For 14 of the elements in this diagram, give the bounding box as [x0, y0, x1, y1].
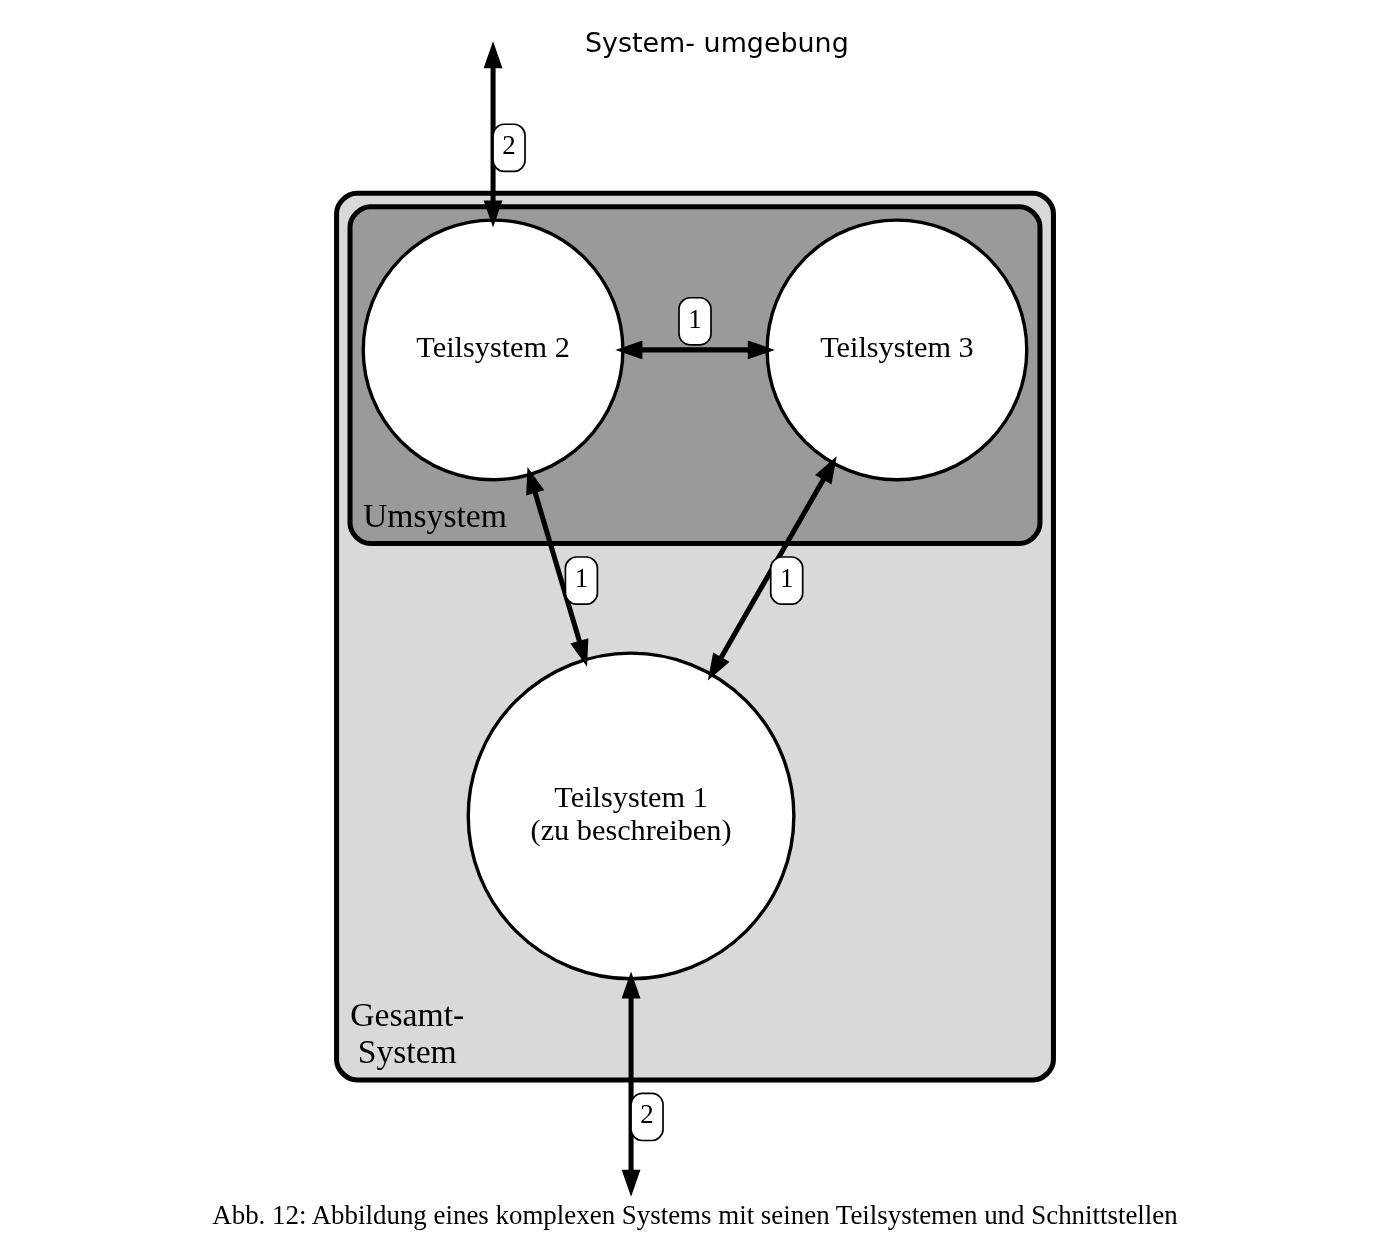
arrow: [707, 456, 837, 681]
arrow: [615, 340, 775, 360]
node-circle: Teilsystem 3: [765, 218, 1029, 482]
edge-label: 2: [640, 1099, 654, 1130]
arrow: [483, 41, 503, 228]
arrow: [526, 467, 589, 667]
caption: Abb. 12: Abbildung eines komplexen Systems mit seinen Teilsystemen und Schnittstellen: [212, 1199, 1178, 1230]
edge-label: 2: [502, 130, 516, 161]
arrow: [621, 971, 641, 1197]
edge-label: 1: [779, 562, 794, 593]
label: System- umgebung: [584, 26, 849, 58]
node-circle: Teilsystem 2: [361, 218, 625, 482]
edge-label: 1: [688, 303, 702, 334]
edge-label: 1: [574, 562, 589, 593]
